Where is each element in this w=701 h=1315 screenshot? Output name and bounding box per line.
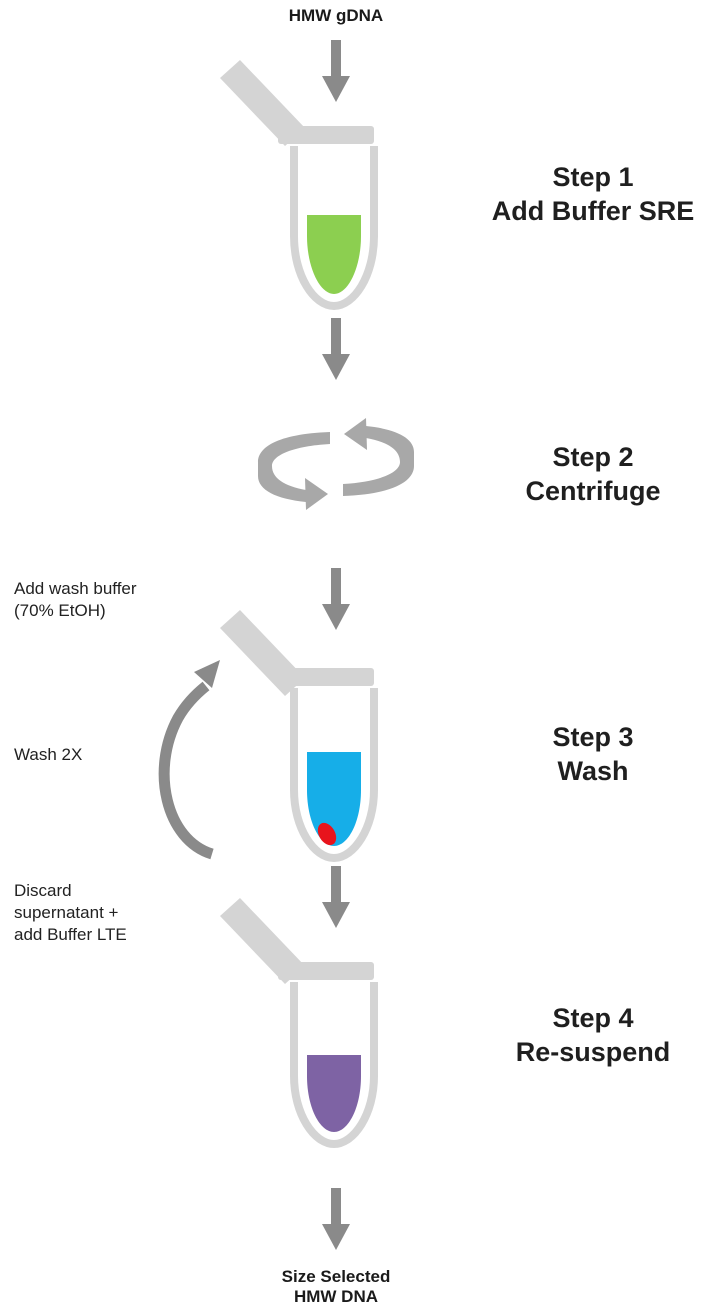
output-label-line: Size Selected bbox=[281, 1267, 391, 1286]
step-1-label: Step 1 Add Buffer SRE bbox=[488, 160, 698, 228]
down-arrow-icon bbox=[322, 1188, 350, 1250]
buffer-sre-liquid bbox=[307, 215, 361, 294]
step-title: Step 4 bbox=[552, 1003, 634, 1033]
step-3-label: Step 3 Wash bbox=[488, 720, 698, 788]
step-action: Re-suspend bbox=[515, 1037, 671, 1067]
note-line: (70% EtOH) bbox=[14, 601, 106, 620]
step-title: Step 2 bbox=[552, 442, 634, 472]
down-arrow-icon bbox=[322, 568, 350, 630]
down-arrow-icon bbox=[322, 318, 350, 380]
dna-pellet bbox=[317, 822, 337, 846]
note-line: supernatant + bbox=[14, 903, 119, 922]
tube-step-1 bbox=[220, 60, 378, 310]
note-line: Add wash buffer bbox=[14, 579, 137, 598]
step-action: Centrifuge bbox=[525, 476, 661, 506]
discard-note: Discard supernatant + add Buffer LTE bbox=[14, 880, 127, 946]
buffer-lte-liquid bbox=[307, 1055, 361, 1132]
rotate-icon bbox=[258, 418, 414, 510]
repeat-arrow-icon bbox=[158, 660, 220, 860]
tube-step-4 bbox=[220, 898, 378, 1148]
down-arrow-icon bbox=[322, 866, 350, 928]
wash-buffer-liquid bbox=[307, 752, 361, 846]
input-label: HMW gDNA bbox=[288, 6, 384, 25]
step-2-label: Step 2 Centrifuge bbox=[488, 440, 698, 508]
step-4-label: Step 4 Re-suspend bbox=[488, 1001, 698, 1069]
step-title: Step 3 bbox=[552, 722, 634, 752]
down-arrow-icon bbox=[322, 40, 350, 102]
wash-buffer-note: Add wash buffer (70% EtOH) bbox=[14, 578, 137, 622]
tube-step-3 bbox=[220, 610, 378, 862]
note-line: Discard bbox=[14, 881, 72, 900]
step-action: Wash bbox=[557, 756, 629, 786]
note-line: add Buffer LTE bbox=[14, 925, 127, 944]
step-action: Add Buffer SRE bbox=[491, 196, 695, 226]
wash-repeat-note: Wash 2X bbox=[14, 745, 83, 764]
output-label-line: HMW DNA bbox=[293, 1287, 379, 1306]
step-title: Step 1 bbox=[552, 162, 634, 192]
output-label: Size Selected HMW DNA bbox=[236, 1267, 436, 1307]
